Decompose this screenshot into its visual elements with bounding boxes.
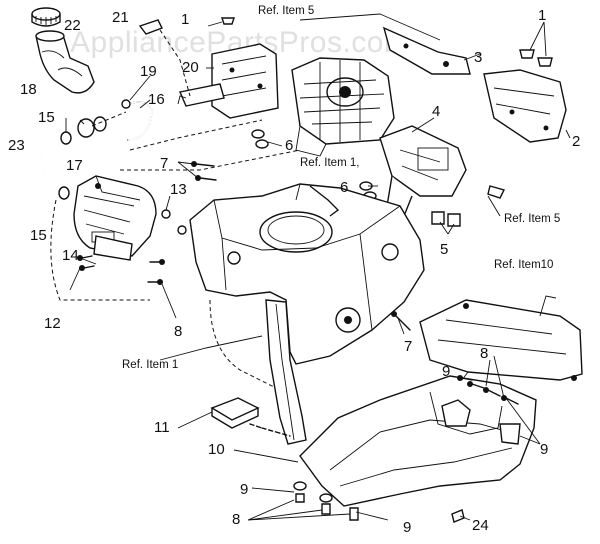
bracket-left-mount bbox=[177, 83, 225, 107]
ref-item-1-bottom: Ref. Item 1 bbox=[122, 359, 178, 371]
label-19: 19 bbox=[140, 63, 157, 80]
label-14: 14 bbox=[62, 247, 79, 264]
frame-ref-item-10 bbox=[419, 295, 583, 381]
ref-item-5-top: Ref. Item 5 bbox=[258, 5, 314, 17]
label-9-right: 9 bbox=[540, 441, 548, 458]
label-21: 21 bbox=[112, 9, 129, 26]
bracket-part-12 bbox=[93, 235, 133, 261]
top-leader bbox=[299, 13, 441, 41]
washer-part-6 bbox=[251, 129, 377, 201]
label-4: 4 bbox=[432, 103, 440, 120]
label-3: 3 bbox=[474, 49, 482, 66]
bolt-part-13 bbox=[161, 209, 187, 235]
label-16: 16 bbox=[148, 91, 165, 108]
bracket-part-3 bbox=[382, 26, 471, 75]
ref-item-10: Ref. Item10 bbox=[494, 259, 553, 271]
bracket-part-4 bbox=[379, 125, 467, 217]
fuel-tank-part-14 bbox=[73, 175, 157, 257]
leader-21 bbox=[159, 29, 191, 97]
label-8-bottom: 8 bbox=[232, 511, 240, 528]
clamp-part-15 bbox=[58, 131, 72, 200]
leader-16 bbox=[129, 119, 263, 151]
fuel-line-part-23 bbox=[39, 141, 63, 191]
label-9-upper: 9 bbox=[442, 363, 450, 380]
filter-part-17 bbox=[77, 111, 127, 138]
label-7-right: 7 bbox=[404, 338, 412, 355]
nut-part-5 bbox=[431, 185, 506, 227]
engine-plate-part-20 bbox=[211, 43, 279, 119]
engine-ref-item-1 bbox=[291, 57, 395, 157]
label-9-bottom: 9 bbox=[403, 519, 411, 536]
leader-tank bbox=[50, 199, 150, 301]
label-15-bottom: 15 bbox=[30, 227, 47, 244]
label-9-left: 9 bbox=[240, 481, 248, 498]
shroud-part-10 bbox=[299, 375, 537, 507]
label-6-right: 6 bbox=[340, 179, 348, 196]
label-18: 18 bbox=[20, 81, 37, 98]
label-24: 24 bbox=[472, 517, 489, 534]
pad-part-11 bbox=[210, 397, 291, 437]
ref-item-5-right: Ref. Item 5 bbox=[504, 213, 560, 225]
screws-part-12 bbox=[77, 255, 165, 285]
label-22: 22 bbox=[64, 17, 81, 34]
column-support bbox=[265, 299, 307, 445]
label-11: 11 bbox=[154, 419, 170, 436]
label-8-left: 8 bbox=[174, 323, 182, 340]
label-12: 12 bbox=[44, 315, 61, 332]
label-23: 23 bbox=[8, 137, 25, 154]
label-2: 2 bbox=[572, 133, 580, 150]
clamp-part-21 bbox=[138, 19, 163, 35]
fuel-cap-part-22 bbox=[31, 7, 61, 27]
shield-part-2 bbox=[483, 69, 567, 143]
label-15-top: 15 bbox=[38, 109, 55, 126]
label-7-left: 7 bbox=[160, 155, 168, 172]
label-5: 5 bbox=[440, 241, 448, 258]
label-6-left: 6 bbox=[285, 137, 293, 154]
label-10: 10 bbox=[208, 441, 225, 458]
leader-item1 bbox=[209, 299, 301, 401]
label-20: 20 bbox=[182, 59, 199, 76]
label-17: 17 bbox=[66, 157, 83, 174]
screw-part-1 bbox=[221, 17, 553, 67]
fuel-line-part-16 bbox=[121, 99, 153, 141]
leader-lines bbox=[65, 21, 571, 521]
ref-item-1-engine: Ref. Item 1, bbox=[300, 157, 359, 169]
label-1-right: 1 bbox=[538, 7, 546, 24]
label-1-top: 1 bbox=[181, 11, 189, 28]
label-13: 13 bbox=[170, 181, 187, 198]
fuel-tank-neck-part-18 bbox=[35, 30, 95, 94]
bolts-part-8-9 bbox=[293, 375, 519, 523]
label-8-right: 8 bbox=[480, 345, 488, 362]
frame-housing bbox=[189, 183, 425, 365]
leader-fuel bbox=[120, 149, 301, 171]
